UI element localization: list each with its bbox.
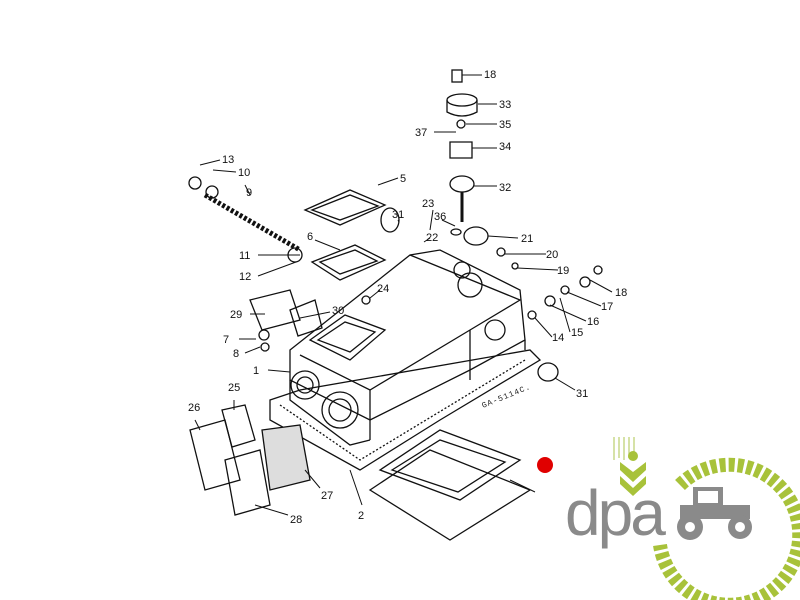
highlight-marker <box>537 457 553 473</box>
part-label: 25 <box>228 382 240 394</box>
part-label: 11 <box>239 250 250 262</box>
part-label: 18 <box>484 69 496 81</box>
part-label: 15 <box>571 327 583 339</box>
part-labels: 18 33 35 37 34 13 10 9 5 32 23 31 36 22 … <box>188 69 627 526</box>
part-label: 32 <box>499 182 511 194</box>
part-label: 36 <box>434 211 446 223</box>
part-label: 10 <box>238 167 250 179</box>
part-label: 19 <box>557 265 569 277</box>
part-label: 31 <box>576 388 588 400</box>
part-label: 18 <box>615 287 627 299</box>
part-label: 20 <box>546 249 558 261</box>
drawing-code: GA-5114C. <box>481 383 533 411</box>
part-label: 31 <box>392 209 404 221</box>
part-label: 12 <box>239 271 251 283</box>
part-label: 29 <box>230 309 242 321</box>
part-label: 23 <box>422 198 434 210</box>
part-label: 27 <box>321 490 333 502</box>
part-label: 28 <box>290 514 302 526</box>
logo-text: dpa <box>565 477 666 549</box>
housing-drawing <box>188 69 613 541</box>
part-label: 21 <box>521 233 533 245</box>
part-label: 26 <box>188 402 200 414</box>
part-label: 14 <box>552 332 564 344</box>
part-label: 24 <box>377 283 389 295</box>
part-label: 35 <box>499 119 511 131</box>
part-label: 34 <box>499 141 511 153</box>
part-label: 5 <box>400 173 406 185</box>
part-label: 33 <box>499 99 511 111</box>
part-label: 6 <box>307 231 313 243</box>
part-label: 30 <box>332 305 344 317</box>
part-label: 37 <box>415 127 427 139</box>
part-label: 16 <box>587 316 599 328</box>
part-label: 22 <box>426 232 438 244</box>
part-label: 9 <box>246 187 252 199</box>
part-label: 8 <box>233 348 239 360</box>
part-label: 17 <box>601 301 613 313</box>
part-label: 1 <box>253 365 259 377</box>
part-label: 7 <box>223 334 229 346</box>
part-label: 13 <box>222 154 234 166</box>
dpa-logo: dpa <box>565 437 800 600</box>
part-label: 2 <box>358 510 364 522</box>
